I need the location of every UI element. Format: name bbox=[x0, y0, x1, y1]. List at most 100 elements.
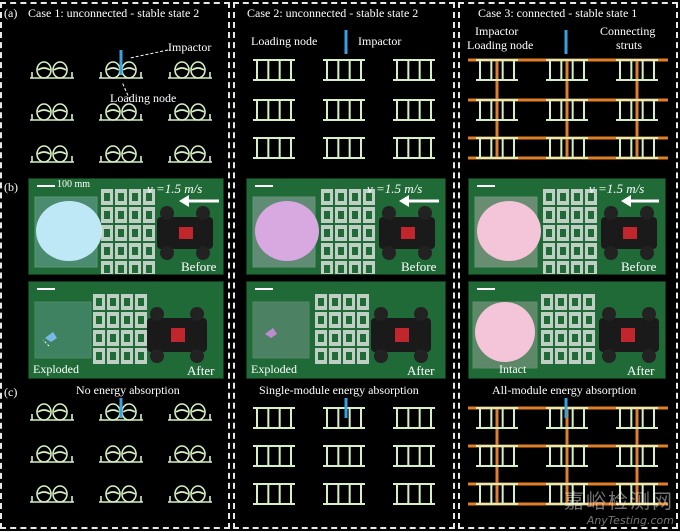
case2-caption: Single-module energy absorption bbox=[259, 383, 419, 397]
photo-lattice-cell bbox=[101, 189, 113, 205]
lattice-cell bbox=[323, 445, 365, 467]
photo-lattice-cell bbox=[363, 243, 375, 259]
photo-lattice-cell bbox=[321, 243, 333, 259]
case1-caption: No energy absorption bbox=[76, 383, 180, 397]
photo-lattice-cell bbox=[93, 312, 105, 328]
photo-lattice-cell bbox=[357, 330, 369, 346]
lattice-cell bbox=[323, 137, 365, 159]
case1-node-arrow bbox=[121, 81, 131, 101]
lattice-cell bbox=[476, 445, 518, 467]
case3-struts-label-2: struts bbox=[616, 38, 643, 52]
case3-lattice-c bbox=[468, 398, 668, 506]
bistable-cell bbox=[30, 485, 74, 503]
case3-frame bbox=[458, 2, 678, 529]
photo-lattice-cell bbox=[121, 312, 133, 328]
photo-lattice-cell bbox=[321, 207, 333, 223]
photo-lattice-cell bbox=[569, 330, 581, 346]
photo-lattice-cell bbox=[135, 330, 147, 346]
photo-lattice-cell bbox=[115, 225, 127, 241]
photo-lattice-cell bbox=[349, 225, 361, 241]
lattice-cell bbox=[393, 59, 435, 81]
lattice-cell bbox=[253, 99, 295, 121]
case2-lattice-a bbox=[253, 30, 435, 159]
case1-lattice-c bbox=[30, 398, 212, 503]
photo-lattice-cell bbox=[335, 243, 347, 259]
photo-lattice-cell bbox=[107, 348, 119, 364]
scale-label: 100 mm bbox=[57, 179, 91, 190]
photo-lattice-cell bbox=[143, 243, 155, 259]
photo-lattice-cell bbox=[557, 189, 569, 205]
photo-lattice-cell bbox=[135, 348, 147, 364]
photo-lattice-cell bbox=[541, 312, 553, 328]
photo-lattice-cell bbox=[315, 312, 327, 328]
photo-lattice-cell bbox=[101, 207, 113, 223]
bistable-cell bbox=[168, 403, 212, 421]
bistable-cell bbox=[168, 445, 212, 463]
case2-lattice-c bbox=[253, 398, 435, 505]
photo-lattice-cell bbox=[143, 261, 155, 274]
case1-title: Case 1: unconnected - stable state 2 bbox=[28, 6, 200, 20]
photo-lattice-cell bbox=[569, 348, 581, 364]
bistable-cell bbox=[168, 485, 212, 503]
photo-lattice-cell bbox=[321, 225, 333, 241]
case3-struts-label-1: Connecting bbox=[600, 24, 656, 38]
lattice-cell bbox=[393, 407, 435, 429]
lattice-cell bbox=[616, 445, 658, 467]
photo-lattice-cell bbox=[555, 294, 567, 310]
case1-before-photo: 100 mm v =1.5 m/s Before bbox=[28, 178, 224, 275]
case2-title: Case 2: unconnected - stable state 2 bbox=[247, 6, 419, 20]
photo-lattice-cell bbox=[363, 207, 375, 223]
bistable-cell bbox=[168, 61, 212, 79]
photo-lattice-cell bbox=[143, 207, 155, 223]
case1-impactor-label: Impactor bbox=[168, 40, 212, 54]
photo-lattice-cell bbox=[329, 312, 341, 328]
watermark-en: AnyTesting.com bbox=[586, 514, 674, 527]
photo-lattice-cell bbox=[585, 225, 597, 241]
photo-lattice-cell bbox=[107, 294, 119, 310]
case3-loading-node-label: Loading node bbox=[467, 38, 534, 52]
case3-caption: All-module energy absorption bbox=[492, 383, 637, 397]
photo-lattice-cell bbox=[315, 330, 327, 346]
photo-lattice-cell bbox=[583, 294, 595, 310]
case2-before-label: Before bbox=[401, 259, 437, 274]
photo-lattice-cell bbox=[357, 312, 369, 328]
bistable-cell bbox=[99, 403, 143, 421]
bistable-cell bbox=[30, 403, 74, 421]
photo-lattice-cell bbox=[555, 312, 567, 328]
photo-lattice-cell bbox=[335, 225, 347, 241]
lattice-cell bbox=[616, 407, 658, 429]
case2-before-photo: v =1.5 m/s Before bbox=[246, 178, 446, 275]
panel-b-letter: (b) bbox=[4, 180, 18, 194]
panel-a-letter: (a) bbox=[4, 6, 18, 20]
photo-lattice-cell bbox=[349, 189, 361, 205]
photo-lattice-cell bbox=[557, 207, 569, 223]
lattice-cell bbox=[393, 483, 435, 505]
case2-after-label: After bbox=[407, 363, 435, 378]
case2-after-photo: Exploded After bbox=[246, 281, 446, 379]
case3-velocity: v =1.5 m/s bbox=[589, 181, 645, 196]
watermark-cn: 嘉峪检测网 bbox=[564, 489, 674, 513]
bistable-cell bbox=[99, 145, 143, 163]
photo-lattice-cell bbox=[569, 294, 581, 310]
photo-lattice-cell bbox=[571, 261, 583, 274]
photo-lattice-cell bbox=[329, 330, 341, 346]
photo-lattice-cell bbox=[583, 330, 595, 346]
bistable-cell bbox=[30, 103, 74, 121]
photo-lattice-cell bbox=[315, 294, 327, 310]
photo-lattice-cell bbox=[93, 294, 105, 310]
photo-lattice-cell bbox=[363, 225, 375, 241]
photo-lattice-cell bbox=[363, 189, 375, 205]
photo-lattice-cell bbox=[335, 207, 347, 223]
photo-lattice-cell bbox=[541, 330, 553, 346]
photo-lattice-cell bbox=[557, 243, 569, 259]
bistable-cell bbox=[30, 445, 74, 463]
lattice-cell bbox=[253, 407, 295, 429]
photo-lattice-cell bbox=[571, 243, 583, 259]
case3-intact-label: Intact bbox=[499, 362, 527, 376]
lattice-cell bbox=[393, 445, 435, 467]
lattice-cell bbox=[476, 407, 518, 429]
lattice-cell bbox=[393, 99, 435, 121]
lattice-cell bbox=[253, 445, 295, 467]
lattice-cell bbox=[616, 483, 658, 505]
photo-lattice-cell bbox=[321, 189, 333, 205]
